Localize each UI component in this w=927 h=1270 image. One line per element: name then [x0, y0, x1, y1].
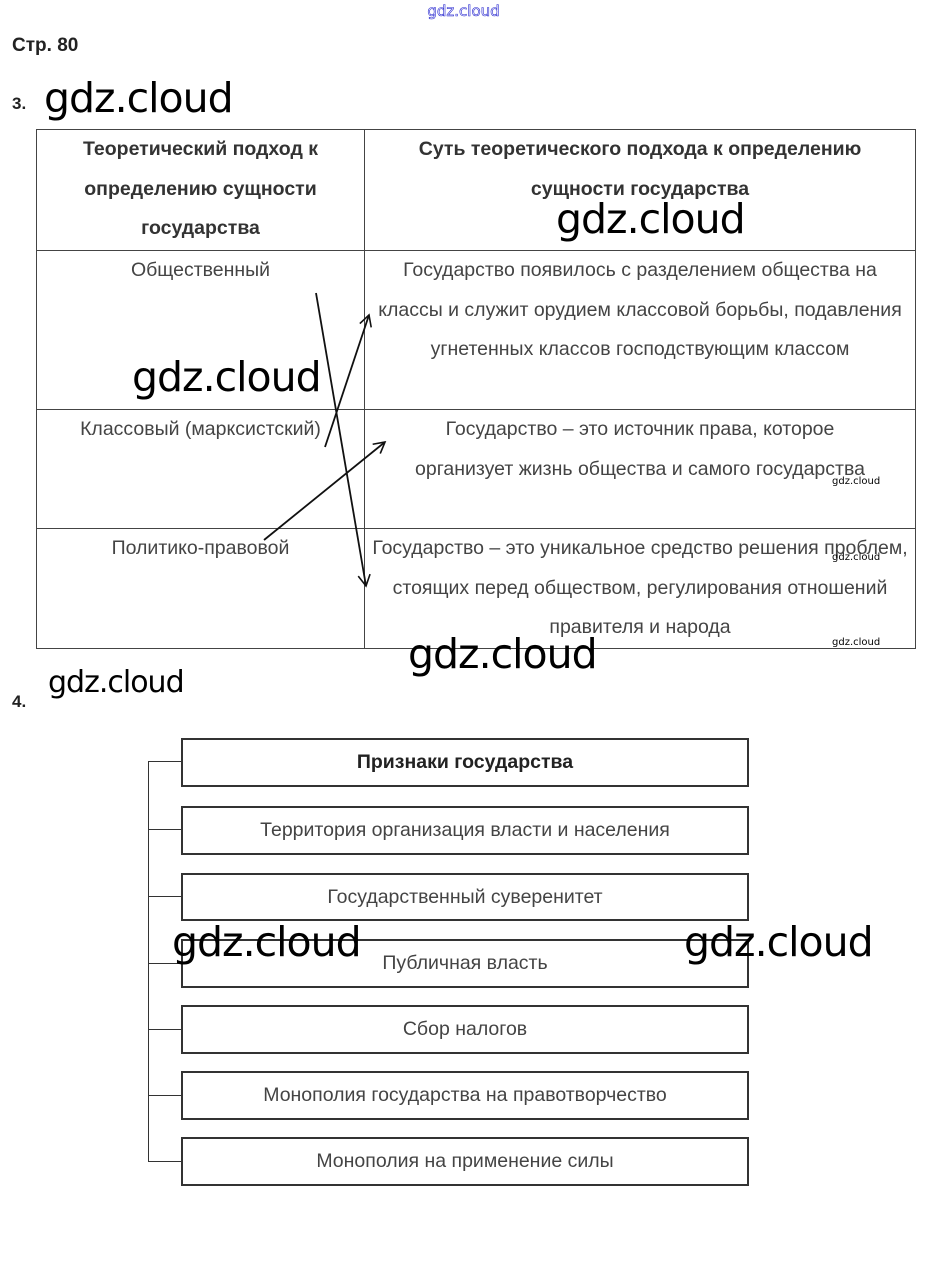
diagram-title: Признаки государства [356, 751, 574, 773]
diagram-item: Сбор налогов [402, 1018, 528, 1040]
diagram-item: Государственный суверенитет [327, 885, 603, 908]
table-row: Политико-правовой Государство – это уник… [36, 528, 916, 649]
header-approach: Теоретический подход к определению сущно… [36, 129, 365, 251]
diagram-item-box: Государственный суверенитет [181, 873, 749, 921]
diagram-item-box: Монополия государства на правотворчество [181, 1071, 749, 1120]
diagram-item-box: Публичная власть [181, 939, 749, 988]
watermark-top: gdz.cloud [427, 2, 500, 21]
diagram-item-box: Сбор налогов [181, 1005, 749, 1054]
watermark: gdz.cloud [832, 476, 881, 487]
watermark: gdz.cloud [556, 195, 746, 243]
watermark: gdz.cloud [832, 552, 881, 563]
diagram-item-box: Территория организация власти и населени… [181, 806, 749, 855]
task-3-number: 3. [12, 94, 27, 113]
diagram-connector [148, 1029, 181, 1030]
approach-cell: Политико-правовой [36, 528, 365, 649]
essence-cell: Государство – это уникальное средство ре… [364, 528, 916, 649]
task-4-number: 4. [12, 692, 27, 711]
essence-cell: Государство появилось с разделением обще… [364, 250, 916, 410]
diagram-item: Публичная власть [382, 952, 548, 974]
approach-cell: Классовый (марксистский) [36, 409, 365, 529]
diagram-connector-vertical [148, 761, 149, 1161]
watermark: gdz.cloud [48, 665, 185, 700]
watermark: gdz.cloud [832, 637, 881, 648]
diagram-connector [148, 1161, 181, 1162]
diagram-title-box: Признаки государства [181, 738, 749, 787]
diagram-item-box: Монополия на применение силы [181, 1137, 749, 1186]
table-row: Классовый (марксистский) Государство – э… [36, 409, 916, 529]
header-essence: Суть теоретического подхода к определени… [364, 129, 916, 251]
diagram-connector [148, 829, 181, 830]
table-row: Общественный Государство появилось с раз… [36, 250, 916, 410]
diagram-connector [148, 963, 181, 964]
approaches-table: Теоретический подход к определению сущно… [36, 129, 916, 649]
watermark: gdz.cloud [408, 630, 598, 678]
diagram-item: Монополия государства на правотворчество [263, 1084, 667, 1106]
diagram-item: Территория организация власти и населени… [260, 819, 670, 841]
essence-cell: Государство – это источник права, которо… [364, 409, 916, 529]
diagram-connector [148, 761, 181, 762]
diagram-connector [148, 1095, 181, 1096]
page-label: Стр. 80 [12, 35, 79, 56]
diagram-item: Монополия на применение силы [316, 1150, 614, 1172]
watermark: gdz.cloud [132, 353, 322, 401]
diagram-connector [148, 896, 181, 897]
watermark: gdz.cloud [684, 918, 874, 966]
watermark: gdz.cloud [44, 74, 234, 122]
table-header-row: Теоретический подход к определению сущно… [36, 129, 916, 251]
watermark: gdz.cloud [172, 918, 362, 966]
